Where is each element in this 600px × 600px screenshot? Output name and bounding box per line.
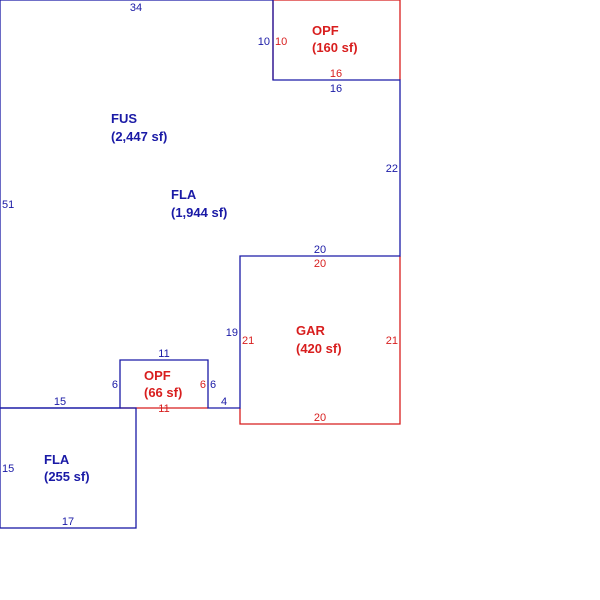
area-fla-main-code: FLA [171,187,197,202]
dim-main-bottom: 15 [54,396,66,408]
garage-outline [239,256,401,425]
dim-opf-top-left: 10 [275,36,287,48]
dim-main-right: 22 [386,163,398,175]
area-fla-small-size: (255 sf) [44,469,90,484]
dim-main-opf-right: 6 [210,379,216,391]
area-opf-top-code: OPF [312,23,339,38]
dim-opf-top-bottom: 16 [330,68,342,80]
area-fus-code: FUS [111,111,137,126]
dim-main-step: 4 [221,396,227,408]
dim-main-left: 51 [2,199,14,211]
dim-main-top: 34 [130,2,142,14]
area-gar-code: GAR [296,323,326,338]
living-outlines [0,0,401,529]
dim-gar-bottom: 20 [314,412,326,424]
dimension-labels-other: 10 16 20 21 21 20 6 11 [158,36,398,424]
dim-main-opf-top: 11 [158,348,169,360]
dim-main-opf-left: 10 [258,36,270,48]
area-labels: FUS (2,447 sf) FLA (1,944 sf) FLA (255 s… [44,23,358,484]
dim-main-opf-bottom: 16 [330,83,342,95]
dim-fla-left: 15 [2,463,14,475]
dim-gar-left: 21 [242,335,254,347]
dim-gar-right: 21 [386,335,398,347]
dim-opf-small-right: 6 [200,379,206,391]
dim-main-gar-top: 20 [314,244,326,256]
area-opf-small-size: (66 sf) [144,385,182,400]
dimension-labels: 34 51 10 16 22 20 19 4 6 11 6 15 15 17 [2,2,398,528]
area-opf-top-size: (160 sf) [312,40,358,55]
fla-small-outline [0,407,137,529]
dim-fla-bottom: 17 [62,516,74,528]
area-fla-small-code: FLA [44,452,70,467]
area-fla-main-size: (1,944 sf) [171,205,227,220]
dim-opf-small-bottom: 11 [158,403,169,415]
dim-main-opf-small-left: 6 [112,379,118,391]
area-gar-size: (420 sf) [296,341,342,356]
dim-main-gar-left: 19 [226,327,238,339]
dim-gar-top: 20 [314,258,326,270]
area-fus-size: (2,447 sf) [111,129,167,144]
area-opf-small-code: OPF [144,368,171,383]
